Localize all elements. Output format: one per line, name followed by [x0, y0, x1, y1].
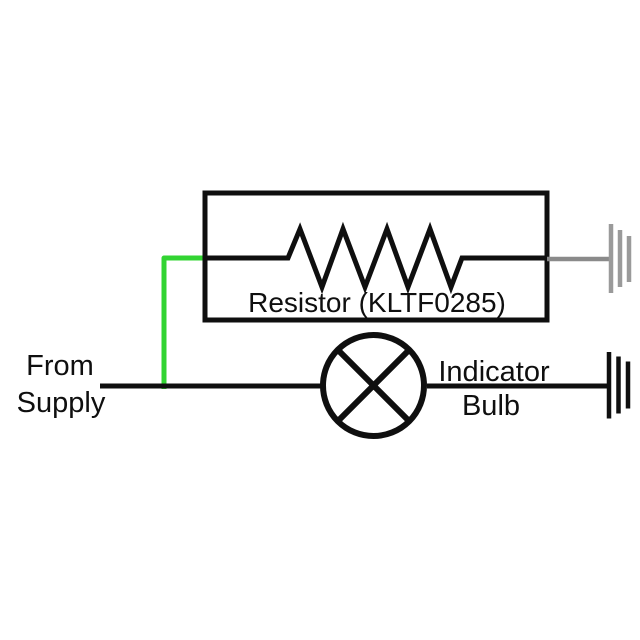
indicator-bulb-icon	[320, 332, 427, 439]
bulb-label-line2: Bulb	[462, 390, 520, 422]
resistor-zigzag-icon	[205, 221, 547, 295]
bulb-ground-icon	[606, 352, 631, 419]
supply-label-line2: Supply	[17, 387, 106, 419]
bulb-label-line1: Indicator	[438, 356, 550, 388]
resistor-ground-icon	[608, 224, 632, 293]
supply-label-line1: From	[26, 350, 94, 382]
green-branch-wire	[161, 255, 205, 389]
resistor-label: Resistor (KLTF0285)	[248, 287, 506, 318]
